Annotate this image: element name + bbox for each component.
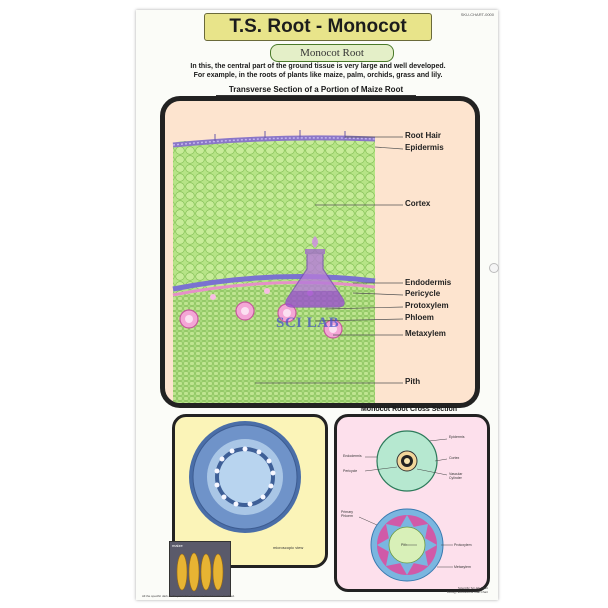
label-pith-small: Pith bbox=[401, 543, 408, 547]
label-endodermis-small: Endodermis bbox=[343, 454, 362, 458]
chart-code: SKU-CHART-0000 bbox=[460, 12, 494, 17]
micrograph-caption: microscopic view bbox=[273, 545, 304, 550]
section-title: Transverse Section of a Portion of Maize… bbox=[228, 85, 404, 94]
label-leaders bbox=[255, 136, 404, 384]
microscopic-view-panel: microscopic view maize bbox=[169, 414, 328, 597]
label-phloem-small: Phloem bbox=[341, 514, 353, 518]
maize-root-section-frame: Root Hair Epidermis Cortex Endodermis Pe… bbox=[160, 96, 480, 408]
chart-title: T.S. Root - Monocot bbox=[229, 16, 407, 37]
label-endodermis: Endodermis bbox=[405, 278, 452, 287]
endodermis-layer bbox=[172, 274, 376, 292]
chart-subtitle: Monocot Root bbox=[270, 44, 394, 62]
label-pericycle: Pericycle bbox=[405, 289, 441, 298]
title-banner: T.S. Root - Monocot bbox=[204, 13, 432, 41]
maize-root-section-illustration bbox=[172, 130, 404, 403]
label-pith: Pith bbox=[405, 377, 421, 386]
label-phloem: Phloem bbox=[405, 313, 434, 322]
intro-text: In this, the central part of the ground … bbox=[166, 62, 470, 80]
label-vascular-small: Vascular bbox=[449, 472, 463, 476]
label-primary-small: Primary bbox=[341, 510, 354, 514]
right-panel-title: Monocot Root Cross Section bbox=[360, 406, 458, 413]
footer-note: All the specific dark of this printable … bbox=[142, 594, 235, 598]
label-protoxylem: Protoxylem bbox=[405, 301, 449, 310]
label-root-hair: Root Hair bbox=[405, 131, 441, 140]
credit-line-2: Biology Educational Wall Chart bbox=[446, 590, 488, 594]
vascular-bundles bbox=[179, 288, 343, 339]
label-epidermis-small: Epidermis bbox=[449, 435, 465, 439]
label-cortex: Cortex bbox=[405, 199, 431, 208]
section-underline bbox=[216, 95, 416, 96]
credit-block: Scientific Sci-lab Chart Biology Educati… bbox=[447, 586, 488, 594]
credit-line-1: Scientific Sci-lab Chart bbox=[457, 586, 488, 590]
cross-section-panel: Epidermis Cortex Vascular Cylinder Endod… bbox=[334, 414, 490, 592]
label-epidermis: Epidermis bbox=[405, 143, 444, 152]
wall-chart: T.S. Root - Monocot SKU-CHART-0000 Monoc… bbox=[136, 10, 498, 600]
label-pericycle-small: Pericycle bbox=[343, 469, 358, 473]
pericycle-layer bbox=[172, 281, 376, 297]
maize-photo: maize bbox=[169, 541, 231, 597]
micrograph-illustration bbox=[189, 421, 301, 533]
scilab-logo-icon bbox=[285, 236, 345, 308]
scilab-watermark: SCI LAB bbox=[276, 315, 340, 331]
cross-section-diagram bbox=[358, 430, 453, 582]
label-protoxylem-small: Protoxylem bbox=[454, 543, 472, 547]
zoom-handle-icon[interactable] bbox=[489, 263, 499, 273]
label-metaxylem-small: Metaxylem bbox=[454, 565, 471, 569]
label-metaxylem: Metaxylem bbox=[405, 329, 446, 338]
label-cylinder-small: Cylinder bbox=[449, 476, 462, 480]
label-cortex-small: Cortex bbox=[449, 456, 460, 460]
intro-line-2: For example, in the roots of plants like… bbox=[193, 72, 443, 79]
maize-tag: maize bbox=[172, 543, 183, 548]
intro-line-1: In this, the central part of the ground … bbox=[190, 63, 446, 70]
metaxylem-vessels bbox=[214, 446, 276, 507]
pith-tissue bbox=[173, 284, 375, 403]
maize-cob-icon bbox=[176, 552, 224, 592]
